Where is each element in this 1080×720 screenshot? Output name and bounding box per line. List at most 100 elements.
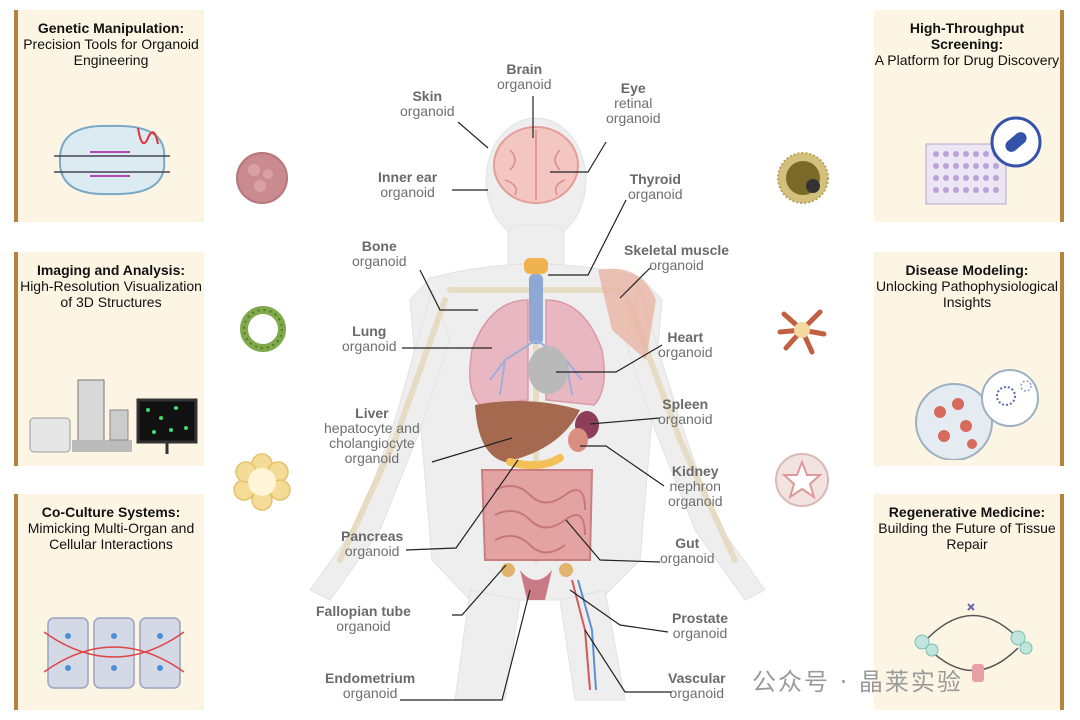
leader-lines xyxy=(400,96,672,701)
kidney-detail-2: organoid xyxy=(668,493,723,509)
panel-subtitle: Mimicking Multi-Organ and Cellular Inter… xyxy=(27,520,195,552)
gut-detail: organoid xyxy=(660,550,715,566)
liver-name: Liver xyxy=(355,405,389,421)
prostate-name: Prostate xyxy=(672,610,729,626)
skeletal-muscle-name: Skeletal muscle xyxy=(624,242,730,258)
thyroid-organ xyxy=(524,258,548,274)
eye-name: Eye xyxy=(620,80,646,96)
panel-title: High-Throughput Screening: xyxy=(909,20,1025,52)
panel-title: Regenerative Medicine: xyxy=(888,504,1046,520)
prostate-detail: organoid xyxy=(672,625,728,641)
label-prostate: Prostate organoid xyxy=(672,611,728,641)
pancreas-detail: organoid xyxy=(344,543,400,559)
inner-ear-detail: organoid xyxy=(380,184,435,200)
thyroid-name: Thyroid xyxy=(629,171,681,187)
crispr-dna-icon xyxy=(54,124,170,196)
bone-name: Bone xyxy=(361,238,397,254)
spleen-name: Spleen xyxy=(662,396,709,412)
star-organoid-icon xyxy=(775,453,829,507)
brain-organ xyxy=(493,126,579,204)
label-skeletal-muscle: Skeletal muscle organoid xyxy=(624,243,729,273)
label-fallopian-tube: Fallopian tube organoid xyxy=(316,604,411,634)
vascular-name: Vascular xyxy=(668,670,726,686)
bone-detail: organoid xyxy=(352,253,407,269)
label-eye: Eye retinal organoid xyxy=(606,81,661,126)
kidney-name: Kidney xyxy=(671,463,719,479)
label-spleen: Spleen organoid xyxy=(658,397,713,427)
cell-cycle-icon xyxy=(914,603,1033,682)
panel-high-throughput-screening: High-Throughput Screening: A Platform fo… xyxy=(874,10,1064,222)
panel-subtitle: High-Resolution Visualization of 3D Stru… xyxy=(20,278,202,310)
label-pancreas: Pancreas organoid xyxy=(341,529,403,559)
liver-organ xyxy=(475,401,580,462)
skin-name: Skin xyxy=(412,88,443,104)
endometrium-name: Endometrium xyxy=(325,670,416,686)
panel-subtitle: A Platform for Drug Discovery xyxy=(874,52,1060,68)
thyroid-detail: organoid xyxy=(628,186,683,202)
spheroid-organoid-icon xyxy=(777,152,829,204)
label-heart: Heart organoid xyxy=(658,330,713,360)
panel-title: Imaging and Analysis: xyxy=(36,262,186,278)
panel-regenerative-medicine: Regenerative Medicine: Building the Futu… xyxy=(874,494,1064,710)
panel-genetic-manipulation: Genetic Manipulation: Precision Tools fo… xyxy=(14,10,204,222)
kidney-organ xyxy=(568,428,588,452)
kidney-detail-1: nephron xyxy=(669,478,721,494)
eye-detail-2: organoid xyxy=(606,110,661,126)
branched-organoid-icon xyxy=(777,309,827,355)
panel-title: Co-Culture Systems: xyxy=(41,504,181,520)
panel-imaging-analysis: Imaging and Analysis: High-Resolution Vi… xyxy=(14,252,204,466)
liver-detail-2: cholangiocyte xyxy=(329,435,415,451)
skin-detail: organoid xyxy=(400,103,455,119)
brain-detail: organoid xyxy=(497,76,552,92)
heart-name: Heart xyxy=(667,329,704,345)
trachea xyxy=(529,274,543,344)
pancreas-organ xyxy=(506,454,564,470)
panel-subtitle: Unlocking Pathophysiological Insights xyxy=(875,278,1059,310)
watermark-text: 公众号 · 晶莱实验 xyxy=(752,668,963,696)
vascular-detail: organoid xyxy=(669,685,725,701)
fallopian-detail: organoid xyxy=(336,618,391,634)
liver-detail-1: hepatocyte and xyxy=(324,420,420,436)
panel-title: Genetic Manipulation: xyxy=(37,20,185,36)
bronchi xyxy=(489,339,583,396)
microscope-monitor-icon xyxy=(29,379,198,454)
endometrium-detail: organoid xyxy=(342,685,398,701)
ring-organoid-icon xyxy=(240,306,286,352)
inner-ear-name: Inner ear xyxy=(378,169,438,185)
label-bone: Bone organoid xyxy=(352,239,407,269)
flower-organoid-icon xyxy=(233,453,291,511)
panel-co-culture: Co-Culture Systems: Mimicking Multi-Orga… xyxy=(14,494,204,710)
lung-detail: organoid xyxy=(342,338,397,354)
label-thyroid: Thyroid organoid xyxy=(628,172,683,202)
fallopian-name: Fallopian tube xyxy=(316,603,411,619)
label-endometrium: Endometrium organoid xyxy=(325,671,415,701)
spleen-detail: organoid xyxy=(658,411,713,427)
heart-detail: organoid xyxy=(658,344,713,360)
label-liver: Liver hepatocyte and cholangiocyte organ… xyxy=(324,406,420,466)
panel-title: Disease Modeling: xyxy=(905,262,1029,278)
panel-disease-modeling: Disease Modeling: Unlocking Pathophysiol… xyxy=(874,252,1064,466)
liver-detail-3: organoid xyxy=(344,450,400,466)
infected-tissue-icon xyxy=(915,369,1039,460)
panel-subtitle: Building the Future of Tissue Repair xyxy=(878,520,1056,552)
label-kidney: Kidney nephron organoid xyxy=(668,464,723,509)
organ-chip-icon xyxy=(44,617,184,689)
skeletal-muscle-organ xyxy=(598,268,656,360)
skeletal-muscle-detail: organoid xyxy=(649,257,704,273)
heart-organ xyxy=(528,346,568,394)
label-lung: Lung organoid xyxy=(342,324,397,354)
gut-organ xyxy=(480,469,594,561)
gut-name: Gut xyxy=(675,535,700,551)
label-gut: Gut organoid xyxy=(660,536,715,566)
brain-name: Brain xyxy=(506,61,543,77)
eye-detail-1: retinal xyxy=(614,95,653,111)
panel-subtitle: Precision Tools for Organoid Engineering xyxy=(23,36,199,68)
label-vascular: Vascular organoid xyxy=(668,671,726,701)
label-skin: Skin organoid xyxy=(400,89,455,119)
pancreas-name: Pancreas xyxy=(341,528,404,544)
organoid-blob-icon xyxy=(236,152,288,204)
lung-name: Lung xyxy=(352,323,387,339)
well-plate-pill-icon xyxy=(925,116,1042,205)
label-brain: Brain organoid xyxy=(497,62,552,92)
